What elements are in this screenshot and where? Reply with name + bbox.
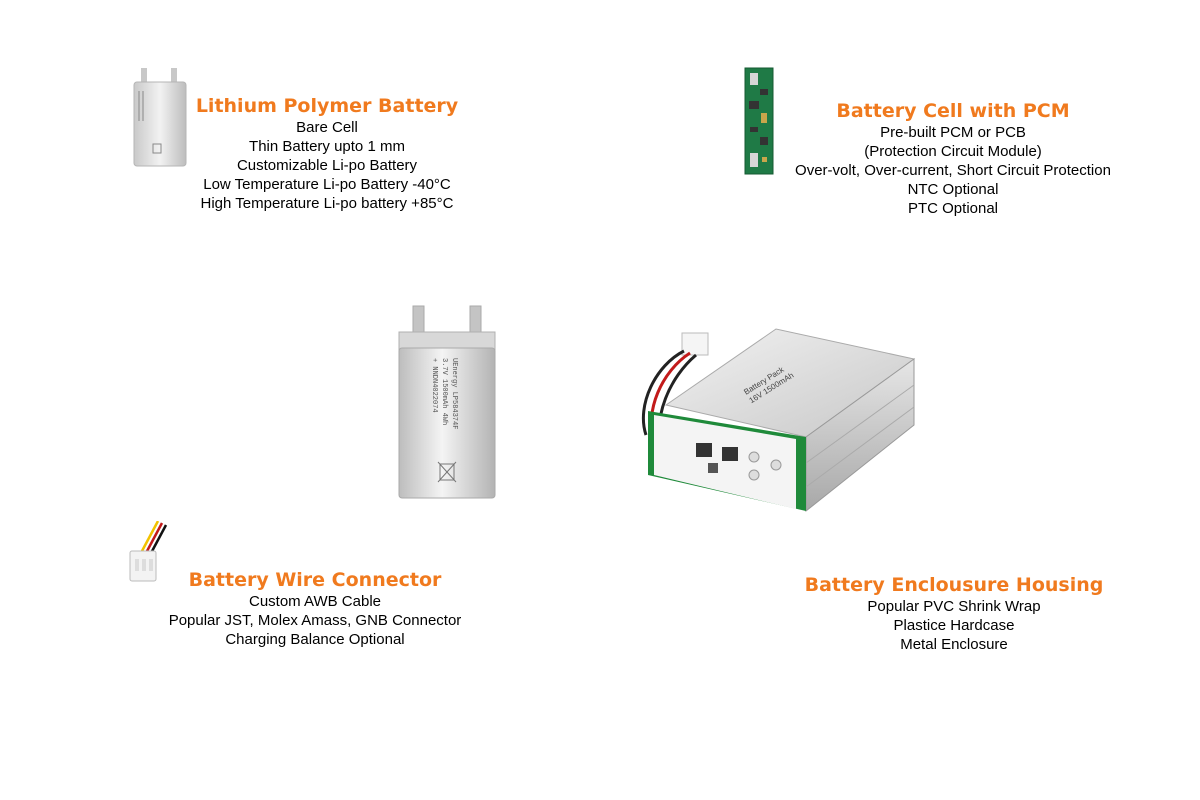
connector-line: Charging Balance Optional: [225, 631, 405, 648]
cell-label-line3: + NNDN4022074: [430, 358, 438, 413]
pcm-line: NTC Optional: [907, 181, 999, 198]
housing-line: Popular PVC Shrink Wrap: [867, 598, 1041, 615]
housing-line: Plastice Hardcase: [893, 617, 1015, 634]
lipo-line: Thin Battery upto 1 mm: [249, 138, 405, 155]
lipo-cell-image-small: [133, 68, 187, 167]
housing-line: Metal Enclosure: [900, 636, 1008, 653]
cell-label-line2: 3.7V 1500mAh 4Wh: [440, 358, 448, 425]
housing-section: Battery Enclousure Housing Popular PVC S…: [793, 573, 1115, 654]
pcm-line: Over-volt, Over-current, Short Circuit P…: [795, 162, 1111, 179]
lipo-line: High Temperature Li-po battery +85°C: [200, 195, 454, 212]
pcm-title: Battery Cell with PCM: [836, 100, 1070, 122]
pcm-section: Battery Cell with PCM Pre-built PCM or P…: [773, 99, 1133, 218]
lipo-line: Low Temperature Li-po Battery -40°C: [203, 176, 451, 193]
cell-label-line1: UEnergy LP584374F: [450, 358, 458, 429]
pcm-line: (Protection Circuit Module): [864, 143, 1042, 160]
connector-line: Popular JST, Molex Amass, GNB Connector: [168, 612, 462, 629]
lipo-title: Lithium Polymer Battery: [195, 95, 459, 117]
connector-title: Battery Wire Connector: [188, 569, 442, 591]
wire-connector-image: [129, 521, 168, 582]
battery-pack-image: Battery Pack 16V 1500mAh: [641, 328, 916, 513]
connector-section: Battery Wire Connector Custom AWB Cable …: [140, 568, 490, 649]
recycle-bin-icon: [437, 461, 457, 483]
connector-line: Custom AWB Cable: [249, 593, 381, 610]
housing-title: Battery Enclousure Housing: [804, 574, 1104, 596]
lipo-line: Bare Cell: [296, 119, 358, 136]
lipo-cell-image-large: UEnergy LP584374F 3.7V 1500mAh 4Wh + NND…: [398, 305, 496, 499]
pcm-line: Pre-built PCM or PCB: [880, 124, 1026, 141]
lipo-section: Lithium Polymer Battery Bare Cell Thin B…: [177, 94, 477, 213]
lipo-line: Customizable Li-po Battery: [236, 157, 418, 174]
pcm-board-image: [744, 67, 774, 175]
pcm-line: PTC Optional: [907, 200, 999, 217]
